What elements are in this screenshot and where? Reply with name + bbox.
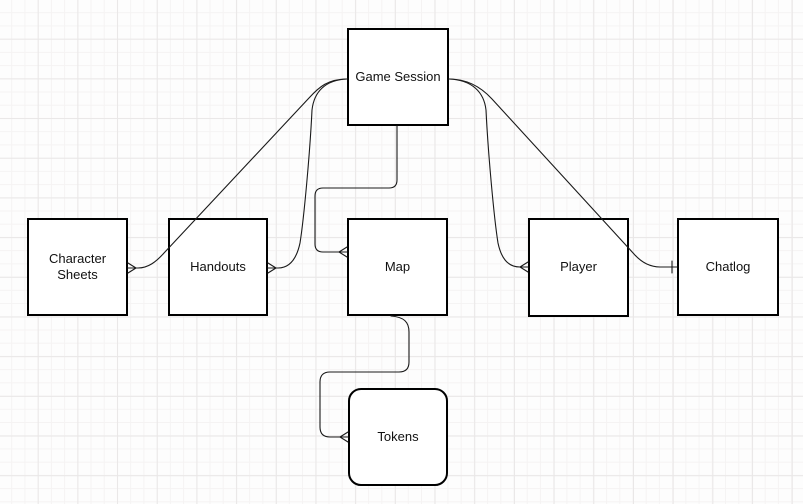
node-character-sheets[interactable]: Character Sheets	[27, 218, 128, 316]
crow-foot-many-marker	[267, 262, 277, 274]
node-label: Tokens	[377, 428, 419, 444]
edge-game-session-character-sheets[interactable]	[135, 78, 348, 269]
edge-game-session-player[interactable]	[448, 78, 521, 268]
node-label: Character Sheets	[48, 250, 107, 282]
node-label: Handouts	[190, 258, 246, 274]
node-label: Player	[560, 259, 597, 275]
edge-game-session-chatlog[interactable]	[448, 78, 678, 268]
node-player[interactable]: Player	[528, 218, 629, 317]
crow-foot-many-marker	[338, 246, 348, 258]
node-map[interactable]: Map	[347, 218, 448, 316]
node-tokens[interactable]: Tokens	[348, 388, 448, 486]
node-game-session[interactable]: Game Session	[347, 28, 449, 126]
edge-game-session-handouts[interactable]	[275, 78, 348, 269]
node-label: Chatlog	[705, 258, 751, 274]
crow-foot-many-marker	[127, 262, 137, 274]
node-chatlog[interactable]: Chatlog	[677, 218, 779, 316]
edge-game-session-map[interactable]	[314, 125, 398, 253]
crow-foot-many-marker	[519, 261, 529, 273]
edge-map-tokens[interactable]	[319, 315, 410, 438]
node-label: Map	[384, 258, 411, 274]
crow-foot-many-marker	[339, 431, 349, 443]
node-label: Game Session	[355, 68, 441, 84]
node-handouts[interactable]: Handouts	[168, 218, 268, 316]
